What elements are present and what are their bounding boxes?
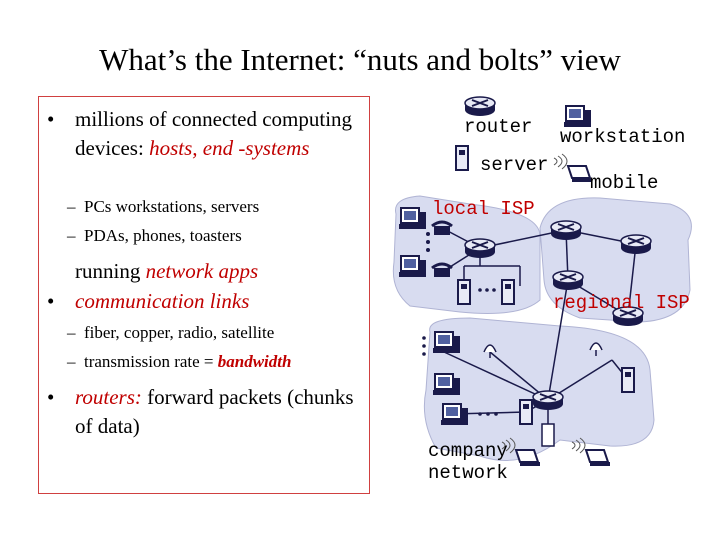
mobile-icon bbox=[553, 153, 593, 183]
access-point-icon bbox=[541, 423, 555, 447]
slide-title: What’s the Internet: “nuts and bolts” vi… bbox=[99, 42, 621, 77]
workstation-icon bbox=[563, 105, 592, 128]
regional-isp-label: regional ISP bbox=[553, 292, 690, 314]
bullet-routers-emphasis: routers: bbox=[75, 385, 142, 409]
bullet-marker: • bbox=[47, 107, 55, 131]
sub-bullet-pdas: – PDAs, phones, toasters bbox=[67, 226, 242, 245]
sub-bullet-fiber-text: fiber, copper, radio, satellite bbox=[84, 323, 275, 342]
company-network-label-line1: company bbox=[428, 440, 508, 462]
router-icon bbox=[620, 234, 652, 255]
bandwidth-emphasis: bandwidth bbox=[217, 352, 292, 371]
bullet-links: • communication links bbox=[47, 287, 367, 316]
sub-bullet-fiber: – fiber, copper, radio, satellite bbox=[67, 323, 275, 342]
sub-bullet-bandwidth-text: transmission rate = bbox=[84, 352, 218, 371]
legend-router-label: router bbox=[464, 116, 533, 138]
server-icon bbox=[455, 145, 469, 171]
router-icon bbox=[464, 238, 496, 259]
modem-dots-icon bbox=[426, 232, 430, 252]
legend-mobile-label: mobile bbox=[590, 172, 659, 194]
server-icon bbox=[501, 279, 515, 305]
bullet-hosts-emphasis: hosts, end -systems bbox=[149, 136, 310, 160]
running-apps-line: running network apps bbox=[75, 257, 365, 286]
bullet-routers: • routers: forward packets (chunks of da… bbox=[47, 383, 367, 438]
legend-server-label: server bbox=[480, 154, 549, 176]
router-icon bbox=[532, 390, 564, 411]
bullet-marker: • bbox=[47, 289, 55, 313]
server-dots-icon bbox=[478, 412, 498, 416]
sub-bullet-pcs-text: PCs workstations, servers bbox=[84, 197, 260, 216]
server-icon bbox=[519, 399, 533, 425]
router-icon bbox=[464, 96, 496, 117]
server-icon bbox=[621, 367, 635, 393]
network-apps-emphasis: network apps bbox=[145, 259, 259, 283]
bullet-hosts: • millions of connected computing device… bbox=[47, 105, 367, 160]
bullet-text-box: • millions of connected computing device… bbox=[38, 96, 370, 494]
link-dots-icon bbox=[422, 336, 426, 356]
bullet-hosts-text: millions of connected computing devices: bbox=[75, 107, 353, 160]
bullet-routers-text: forward packets (chunks of data) bbox=[75, 385, 354, 438]
local-isp-label: local ISP bbox=[432, 198, 535, 220]
company-network-label-line2: network bbox=[428, 462, 508, 484]
running-prefix: running bbox=[75, 259, 146, 283]
server-dots-icon bbox=[478, 288, 496, 292]
bullet-links-text: communication links bbox=[75, 289, 250, 313]
router-icon bbox=[552, 270, 584, 291]
router-icon bbox=[550, 220, 582, 241]
sub-bullet-bandwidth: – transmission rate = bandwidth bbox=[67, 352, 292, 371]
sub-bullet-pdas-text: PDAs, phones, toasters bbox=[84, 226, 242, 245]
server-icon bbox=[457, 279, 471, 305]
legend-workstation-label: workstation bbox=[560, 126, 686, 148]
bullet-marker: • bbox=[47, 385, 55, 409]
sub-bullet-pcs: – PCs workstations, servers bbox=[67, 197, 260, 216]
